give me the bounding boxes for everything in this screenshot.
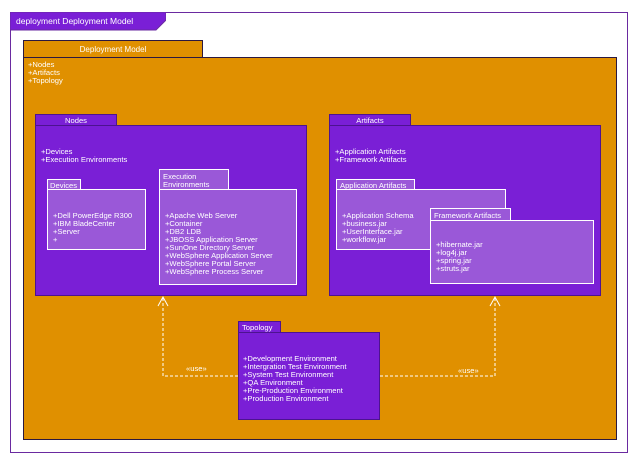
artifacts-member-app: +Application Artifacts: [335, 147, 406, 156]
use-label-left: «use»: [186, 364, 207, 373]
topology-package[interactable]: +Development Environment +Intergration T…: [238, 332, 380, 420]
deployment-model-tab[interactable]: Deployment Model: [23, 40, 203, 58]
artifacts-tab[interactable]: Artifacts: [329, 114, 411, 126]
deployment-model-tab-label: Deployment Model: [79, 45, 147, 54]
artifacts-member-fw: +Framework Artifacts: [335, 155, 407, 164]
topology-item: +Intergration Test Environment: [243, 362, 347, 371]
app-artifacts-members: +Application Schema +business.jar +UserI…: [342, 212, 414, 244]
exec-env-item: +JBOSS Application Server: [165, 235, 258, 244]
topology-item: +Pre-Production Environment: [243, 386, 343, 395]
exec-env-item: +WebSphere Application Server: [165, 251, 273, 260]
model-member-topology: +Topology: [28, 76, 63, 85]
exec-env-item: +DB2 LDB: [165, 227, 202, 236]
model-member-artifacts: +Artifacts: [28, 68, 60, 77]
app-artifacts-package[interactable]: +Application Schema +business.jar +UserI…: [336, 189, 506, 250]
devices-members: +Dell PowerEdge R300 +IBM BladeCenter +S…: [53, 212, 132, 244]
diagram-frame-tab: [10, 12, 166, 31]
app-artifact-item: +business.jar: [342, 219, 387, 228]
use-label-right: «use»: [458, 366, 479, 375]
nodes-tab-label: Nodes: [65, 116, 87, 125]
deployment-model-members: +Nodes +Artifacts +Topology: [28, 61, 63, 85]
exec-env-item: +WebSphere Process Server: [165, 267, 264, 276]
topology-item: +QA Environment: [243, 378, 303, 387]
exec-env-package[interactable]: +Apache Web Server +Container +DB2 LDB +…: [159, 189, 297, 285]
device-item: +: [53, 235, 58, 244]
fw-artifacts-members: +hibernate.jar +log4j.jar +spring.jar +s…: [436, 241, 483, 273]
exec-env-item: +SunOne Directory Server: [165, 243, 255, 252]
fw-artifact-item: +log4j.jar: [436, 248, 468, 257]
fw-artifact-item: +hibernate.jar: [436, 240, 483, 249]
fw-artifact-item: +struts.jar: [436, 264, 470, 273]
fw-artifacts-package[interactable]: +hibernate.jar +log4j.jar +spring.jar +s…: [430, 220, 594, 284]
nodes-members: +Devices +Execution Environments: [41, 148, 127, 164]
topology-tab-label: Topology: [242, 323, 273, 332]
exec-env-tab[interactable]: Execution Environments: [159, 169, 229, 190]
device-item: +Dell PowerEdge R300: [53, 211, 133, 220]
topology-item: +Development Environment: [243, 354, 337, 363]
topology-item: +System Test Environment: [243, 370, 334, 379]
device-item: +IBM BladeCenter: [53, 219, 116, 228]
frame-tab-shape: [10, 12, 166, 31]
devices-tab-label: Devices: [50, 181, 78, 190]
nodes-member-devices: +Devices: [41, 147, 73, 156]
exec-env-item: +Apache Web Server: [165, 211, 238, 220]
model-member-nodes: +Nodes: [28, 60, 55, 69]
exec-env-members: +Apache Web Server +Container +DB2 LDB +…: [165, 212, 273, 276]
app-artifacts-tab[interactable]: Application Artifacts: [336, 179, 415, 190]
fw-artifact-item: +spring.jar: [436, 256, 472, 265]
use-arrowhead-right: [489, 295, 501, 307]
diagram-title: deployment Deployment Model: [16, 16, 134, 26]
artifacts-members: +Application Artifacts +Framework Artifa…: [335, 148, 407, 164]
topology-item: +Production Environment: [243, 394, 329, 403]
fw-artifacts-tab[interactable]: Framework Artifacts: [430, 208, 511, 221]
nodes-tab[interactable]: Nodes: [35, 114, 117, 126]
exec-env-tab-label-line1: Execution: [163, 172, 197, 181]
topology-tab[interactable]: Topology: [238, 321, 281, 333]
app-artifact-item: +workflow.jar: [342, 235, 387, 244]
exec-env-item: +Container: [165, 219, 203, 228]
exec-env-tab-label-line2: Environments: [163, 180, 210, 189]
device-item: +Server: [53, 227, 80, 236]
fw-artifacts-tab-label: Framework Artifacts: [434, 211, 502, 220]
app-artifact-item: +Application Schema: [342, 211, 414, 220]
app-artifact-item: +UserInterface.jar: [342, 227, 403, 236]
nodes-member-exec: +Execution Environments: [41, 155, 128, 164]
use-dependency-left: [162, 297, 238, 377]
exec-env-item: +WebSphere Portal Server: [165, 259, 256, 268]
diagram-frame: [10, 12, 628, 453]
topology-members: +Development Environment +Intergration T…: [243, 355, 347, 403]
app-artifacts-tab-label: Application Artifacts: [340, 181, 407, 190]
use-dependency-right: [380, 297, 496, 377]
artifacts-tab-label: Artifacts: [356, 116, 384, 125]
devices-package[interactable]: +Dell PowerEdge R300 +IBM BladeCenter +S…: [47, 189, 146, 250]
use-arrowhead-left: [157, 295, 169, 307]
devices-tab[interactable]: Devices: [47, 179, 81, 190]
